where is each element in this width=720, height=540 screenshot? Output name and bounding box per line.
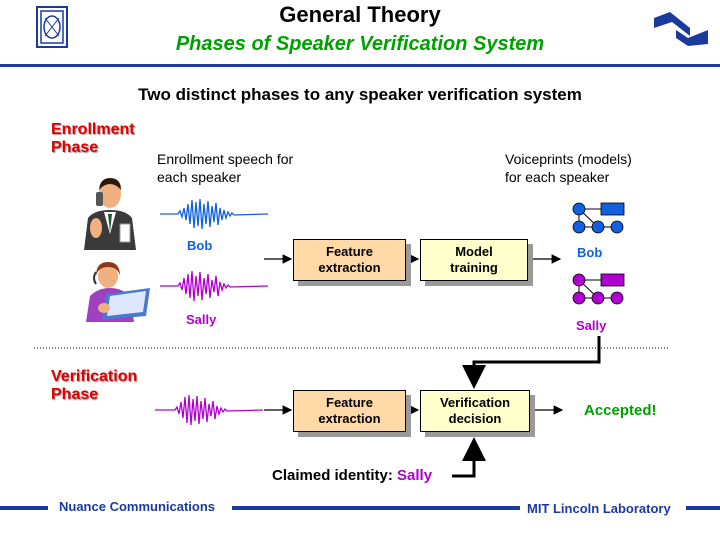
model-training-box: Model training	[420, 239, 528, 281]
enroll-feature-line1: Feature	[326, 244, 373, 259]
speaker-bob-label: Bob	[187, 238, 213, 253]
right-logo-icon	[652, 10, 710, 46]
speech-label-line1: Enrollment speech for	[157, 151, 294, 167]
page-title: General Theory	[279, 2, 441, 27]
verif-feature-line1: Feature	[326, 395, 373, 410]
slide-headline: Two distinct phases to any speaker verif…	[138, 85, 582, 104]
enroll-feature-line2: extraction	[318, 260, 381, 275]
decision-box-line1: Verification	[439, 395, 511, 410]
man-on-phone-icon	[80, 174, 140, 250]
verification-decision-box: Verification decision	[420, 390, 530, 432]
verif-feature-extraction-box: Feature extraction	[293, 390, 406, 432]
left-logo-icon	[36, 6, 68, 48]
claimed-identity: Claimed identity: Sally	[272, 467, 432, 484]
model-sally-label: Sally	[576, 318, 607, 333]
model-box-line1: Model	[455, 244, 493, 259]
sally-enrollment-waveform	[160, 270, 268, 302]
footer-right: MIT Lincoln Laboratory	[527, 501, 671, 516]
woman-reading-icon	[80, 258, 152, 322]
voiceprints-label-line2: for each speaker	[505, 169, 610, 185]
verification-phase-line2: Phase	[51, 386, 99, 403]
enroll-feature-extraction-box: Feature extraction	[293, 239, 406, 281]
footer-left: Nuance Communications	[59, 499, 216, 514]
verification-result: Accepted!	[584, 402, 657, 419]
header-divider	[0, 64, 720, 67]
claimed-identity-name: Sally	[397, 467, 433, 484]
verification-phase-line1: Verification	[51, 368, 138, 385]
verification-phase-label: Verification Phase	[51, 368, 137, 404]
enrollment-speech-label: Enrollment speech for each speaker	[157, 150, 293, 186]
sally-model-graph	[572, 273, 625, 305]
arrow-model-to-decision	[462, 336, 601, 389]
verif-feature-line2: extraction	[318, 411, 381, 426]
model-bob-label: Bob	[577, 245, 603, 260]
bob-model-graph	[572, 202, 625, 234]
claimed-identity-prefix: Claimed identity:	[272, 467, 393, 484]
model-box-line2: training	[450, 260, 498, 275]
speaker-sally-label: Sally	[186, 312, 217, 327]
voiceprints-label-line1: Voiceprints (models)	[505, 151, 632, 167]
voiceprints-label: Voiceprints (models) for each speaker	[505, 150, 632, 186]
arrow-claimed-to-decision	[452, 437, 486, 478]
speech-label-line2: each speaker	[157, 169, 242, 185]
enrollment-phase-label: Enrollment Phase	[51, 121, 135, 157]
test-speech-waveform	[155, 394, 263, 426]
enrollment-phase-line1: Enrollment	[51, 121, 135, 138]
decision-box-line2: decision	[448, 411, 502, 426]
enrollment-phase-line2: Phase	[51, 139, 99, 156]
page-subtitle: Phases of Speaker Verification System	[175, 33, 545, 55]
bob-enrollment-waveform	[160, 198, 268, 230]
